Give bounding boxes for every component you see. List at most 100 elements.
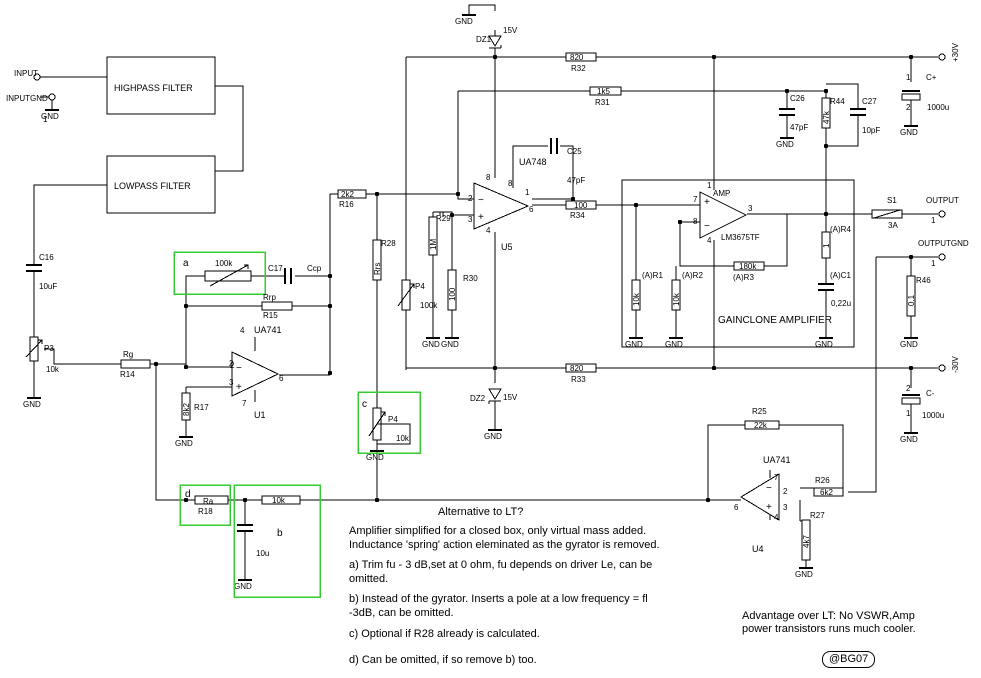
- svg-text:22k: 22k: [754, 421, 768, 430]
- resistor-r26: [813, 487, 844, 497]
- highpass-label: HIGHPASS FILTER: [114, 83, 193, 93]
- svg-text:GND: GND: [795, 570, 813, 579]
- svg-text:R30: R30: [463, 274, 478, 283]
- opamp-u1: UA741 U1: [231, 325, 282, 420]
- note-a-line2: omitted.: [349, 573, 389, 585]
- notes-intro-2: Inductance 'spring' action eleminated as…: [349, 539, 660, 551]
- svg-text:(A)R3: (A)R3: [733, 273, 754, 282]
- resistor-r3: [733, 261, 765, 271]
- svg-text:6: 6: [734, 503, 739, 512]
- junction-dots: [153, 54, 914, 503]
- svg-text:C25: C25: [567, 147, 582, 156]
- svg-text:3: 3: [783, 503, 788, 512]
- svg-text:Rg: Rg: [123, 350, 133, 359]
- highpass-filter-block: [106, 56, 216, 115]
- svg-text:6k2: 6k2: [820, 488, 833, 497]
- svg-text:180k: 180k: [739, 262, 757, 271]
- gnd-labels: GND GND GND GND GND GND GND GND GND GND …: [23, 17, 918, 591]
- svg-text:GND: GND: [484, 432, 502, 441]
- svg-text:47k: 47k: [822, 110, 831, 124]
- resistor-r4: [821, 231, 831, 259]
- resistor-r28: [372, 239, 382, 281]
- svg-text:Ra: Ra: [203, 497, 214, 506]
- cap-c16: [26, 264, 42, 272]
- svg-text:R16: R16: [339, 200, 354, 209]
- svg-text:R17: R17: [194, 403, 209, 412]
- svg-text:3: 3: [748, 204, 753, 213]
- pot-p4c-arrow: [368, 411, 411, 445]
- zener-dz1: [488, 35, 502, 49]
- svg-text:4: 4: [707, 236, 712, 245]
- svg-text:1: 1: [906, 409, 911, 418]
- svg-text:(A)R1: (A)R1: [642, 271, 663, 280]
- svg-text:P4: P4: [415, 282, 425, 291]
- svg-text:1: 1: [43, 115, 48, 124]
- pot-a-arrow: [209, 264, 249, 287]
- box-a: [173, 251, 266, 295]
- notes-intro-1: Amplifier simplified for a closed box, o…: [349, 525, 647, 537]
- resistor-r44: [821, 97, 831, 129]
- svg-text:4: 4: [486, 226, 491, 235]
- u5-ref: U5: [501, 242, 513, 252]
- advantage-line2: power transistors runs much cooler.: [742, 623, 916, 635]
- note-c: c) Optional if R28 already is calculated…: [349, 628, 540, 640]
- svg-text:P4: P4: [388, 415, 398, 424]
- resistor-r16: [337, 189, 367, 199]
- svg-text:6: 6: [279, 374, 284, 383]
- svg-text:8: 8: [508, 179, 513, 188]
- svg-text:GND: GND: [900, 435, 918, 444]
- notes-title: Alternative to LT?: [438, 506, 524, 518]
- resistors-horizontal: [120, 52, 844, 505]
- wires: [33, 4, 938, 580]
- cap-c27: [850, 108, 866, 116]
- svg-text:15V: 15V: [503, 393, 518, 402]
- svg-text:7: 7: [693, 195, 698, 204]
- svg-text:Rrp: Rrp: [263, 293, 276, 302]
- svg-text:(A)R4: (A)R4: [830, 225, 851, 234]
- svg-text:GND: GND: [234, 582, 252, 591]
- svg-text:Rrs: Rrs: [373, 263, 382, 275]
- svg-text:−: −: [236, 363, 242, 374]
- svg-text:R26: R26: [815, 476, 830, 485]
- cap-10u: [237, 524, 253, 532]
- label-a: a: [183, 258, 189, 269]
- svg-text:10k: 10k: [272, 496, 286, 505]
- svg-text:47pF: 47pF: [790, 123, 808, 132]
- svg-text:1k5: 1k5: [597, 87, 610, 96]
- gainclone-label: GAINCLONE AMPLIFIER: [718, 315, 832, 326]
- pot-p4-arrow: [397, 283, 415, 307]
- svg-text:6: 6: [529, 205, 534, 214]
- svg-text:2: 2: [230, 361, 235, 370]
- lowpass-label: LOWPASS FILTER: [114, 181, 191, 191]
- svg-text:8: 8: [693, 217, 698, 226]
- svg-text:10k: 10k: [672, 292, 681, 306]
- svg-text:2: 2: [229, 359, 234, 368]
- svg-text:3: 3: [468, 215, 473, 224]
- svg-text:R32: R32: [571, 64, 586, 73]
- svg-text:0,22u: 0,22u: [831, 299, 851, 308]
- svg-text:10k: 10k: [632, 292, 641, 306]
- u4-type: UA741: [763, 455, 791, 465]
- resistor-r14: [120, 359, 151, 369]
- svg-text:GND: GND: [175, 439, 193, 448]
- svg-text:GND: GND: [776, 140, 794, 149]
- svg-text:10k: 10k: [46, 365, 60, 374]
- box-d: [179, 484, 231, 526]
- svg-text:10uF: 10uF: [39, 282, 57, 291]
- resistor-r32: [565, 52, 597, 62]
- svg-text:GND: GND: [23, 400, 41, 409]
- svg-text:3: 3: [229, 378, 234, 387]
- svg-text:C+: C+: [926, 73, 937, 82]
- resistor-10k: [261, 495, 301, 505]
- resistor-r46: [906, 275, 916, 317]
- option-boxes: [173, 251, 421, 598]
- svg-text:R34: R34: [570, 211, 585, 220]
- zener-dz2: [488, 388, 502, 404]
- opamp-u5: UA748 U5: [473, 157, 547, 252]
- svg-text:10u: 10u: [256, 549, 269, 558]
- svg-text:Ccp: Ccp: [307, 264, 322, 273]
- svg-text:1: 1: [707, 181, 712, 190]
- pin-labels: −+ −+ +− −+ 2 4 2 3 6 7 2 3 8 4 8 1 6 7 …: [229, 173, 788, 522]
- svg-text:4: 4: [774, 513, 779, 522]
